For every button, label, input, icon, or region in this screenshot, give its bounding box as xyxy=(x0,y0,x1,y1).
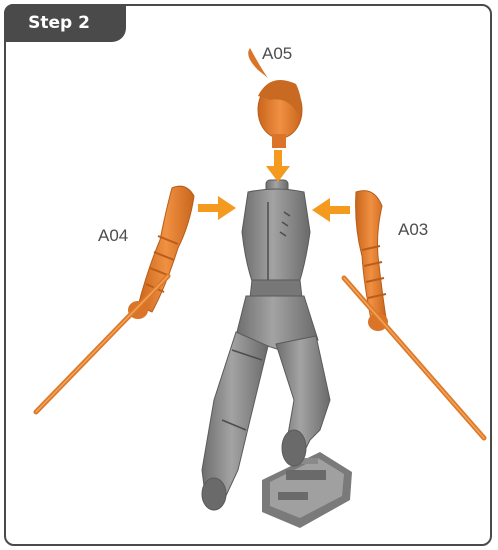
part-label-a03: A03 xyxy=(398,220,428,240)
arrow-right-icon xyxy=(198,196,236,220)
arrow-down-icon xyxy=(266,150,290,182)
figure-base xyxy=(262,452,352,528)
arrow-left-icon xyxy=(312,198,350,222)
left-arm-part-a04 xyxy=(36,186,194,412)
part-label-a05: A05 xyxy=(262,44,292,64)
part-label-a04: A04 xyxy=(98,226,128,246)
